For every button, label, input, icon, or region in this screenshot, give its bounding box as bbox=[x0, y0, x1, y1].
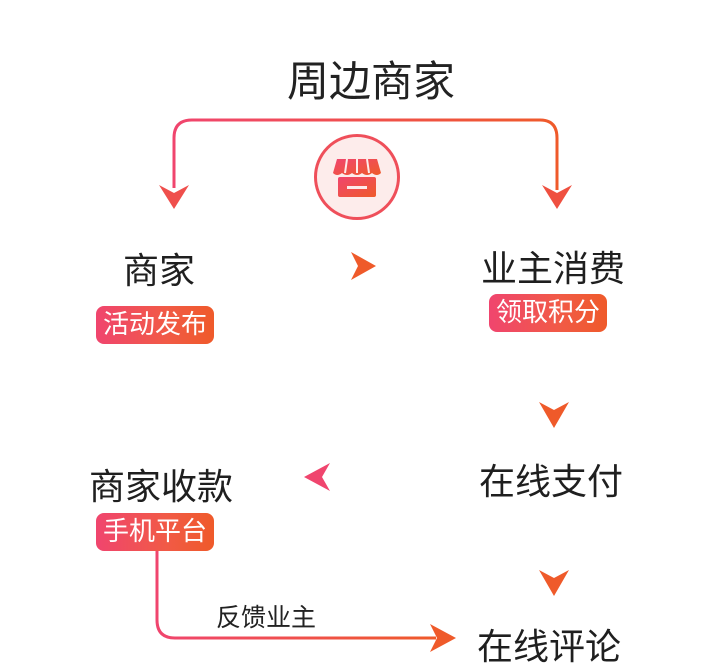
shop-icon-circle bbox=[314, 134, 400, 220]
arrowhead-pay-to-review bbox=[539, 570, 569, 596]
arrowhead-pay-to-collect bbox=[304, 463, 330, 491]
badge-activity-publish: 活动发布 bbox=[96, 306, 215, 344]
diagram-title: 周边商家 bbox=[286, 57, 455, 106]
arrowhead-merchant-to-owner bbox=[351, 252, 376, 280]
top-loop-line bbox=[172, 118, 559, 190]
node-online-review: 在线评论 bbox=[477, 627, 622, 668]
note-feedback-owner: 反馈业主 bbox=[216, 603, 317, 632]
node-online-pay: 在线支付 bbox=[479, 462, 624, 503]
arrowhead-to-owner bbox=[542, 185, 572, 209]
badge-mobile-platform: 手机平台 bbox=[96, 513, 215, 551]
arrowhead-feedback bbox=[430, 624, 456, 652]
arrow-feedback bbox=[155, 550, 436, 640]
node-owner-consume: 业主消费 bbox=[481, 249, 626, 290]
arrowhead-to-merchant bbox=[159, 185, 189, 209]
node-merchant-collect: 商家收款 bbox=[89, 467, 234, 508]
node-merchant: 商家 bbox=[123, 251, 196, 292]
badge-earn-points: 领取积分 bbox=[489, 294, 608, 332]
arrowhead-owner-to-pay bbox=[539, 402, 569, 428]
shop-icon bbox=[333, 158, 381, 197]
